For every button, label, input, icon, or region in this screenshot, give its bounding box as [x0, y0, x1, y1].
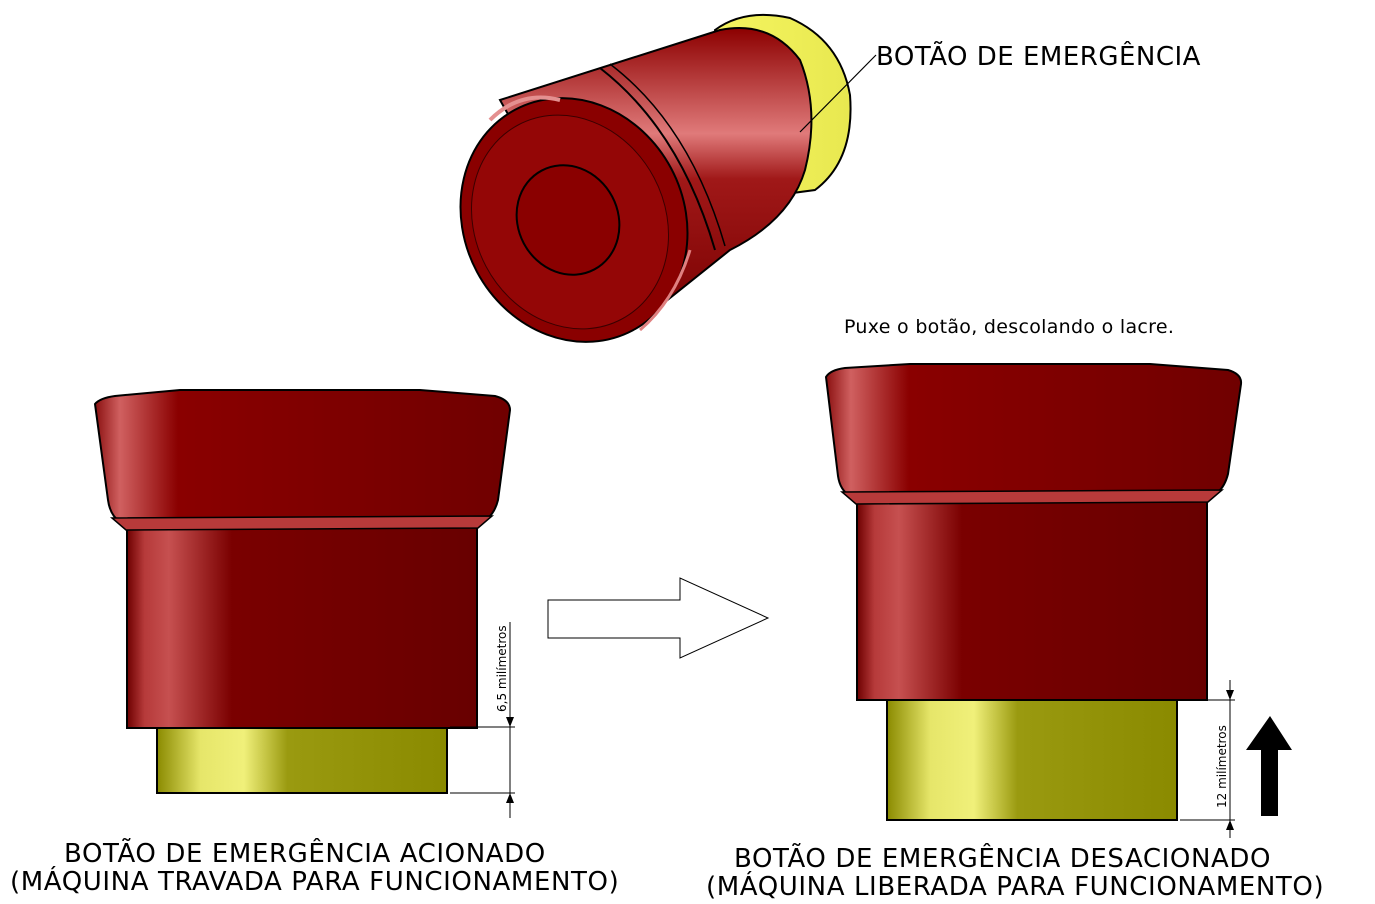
instruction-text: Puxe o botão, descolando o lacre. [844, 316, 1175, 338]
pressed-button-illustration [93, 389, 515, 818]
dim-text-pressed: 6,5 milímetros [495, 625, 509, 712]
dim-text-released: 12 milímetros [1215, 725, 1229, 808]
callout-leader-line [799, 54, 877, 133]
pressed-caption-title: BOTÃO DE EMERGÊNCIA ACIONADO [64, 839, 546, 869]
released-button-illustration [824, 363, 1292, 838]
isometric-emergency-button [459, 13, 877, 343]
pull-up-arrow-icon [1246, 716, 1292, 816]
transition-arrow [547, 577, 770, 659]
released-caption-subtitle: (MÁQUINA LIBERADA PARA FUNCIONAMENTO) [706, 872, 1325, 902]
top-callout-label: BOTÃO DE EMERGÊNCIA [876, 42, 1201, 72]
released-caption-title: BOTÃO DE EMERGÊNCIA DESACIONADO [734, 844, 1272, 874]
pressed-caption-subtitle: (MÁQUINA TRAVADA PARA FUNCIONAMENTO) [10, 867, 620, 897]
